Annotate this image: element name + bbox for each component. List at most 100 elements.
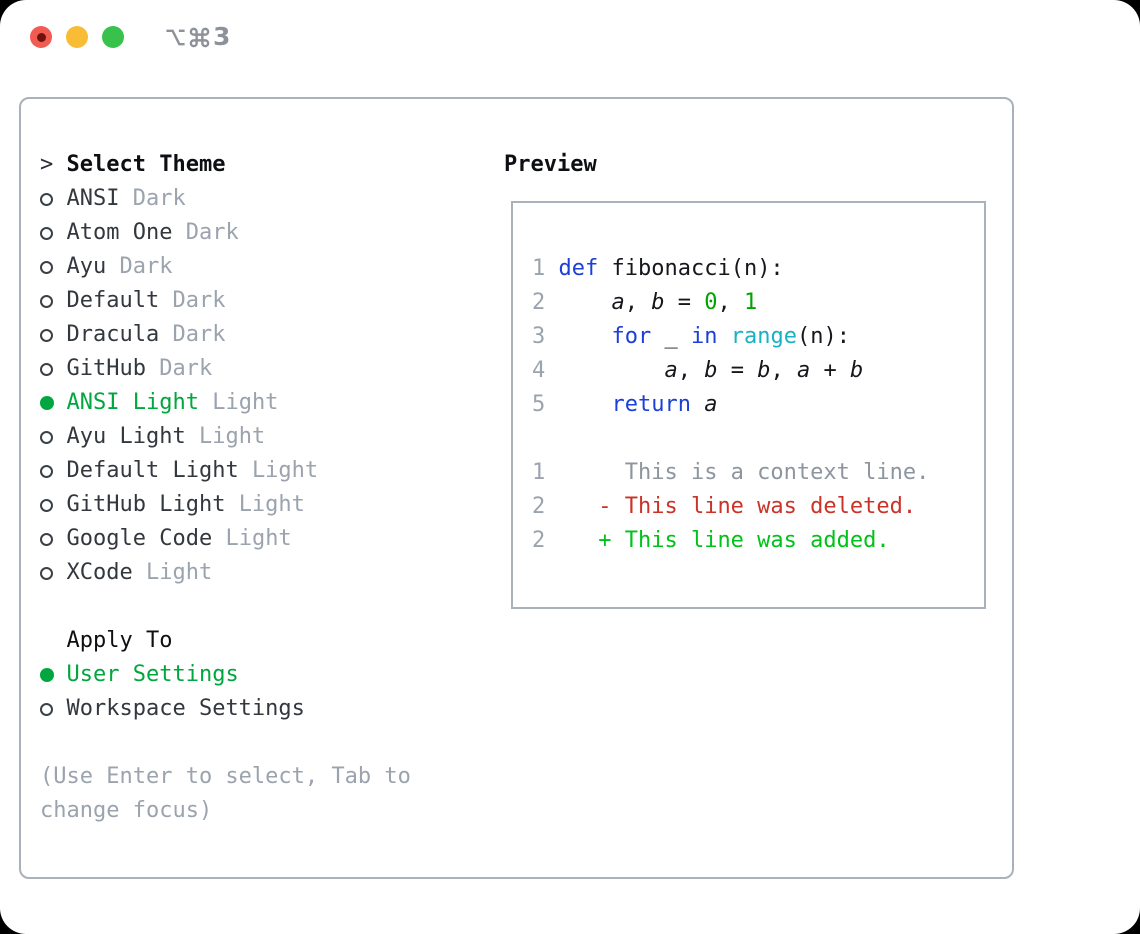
theme-variant: Light xyxy=(145,560,213,585)
code-token: def xyxy=(558,256,599,281)
theme-option-ayu[interactable]: Ayu Dark xyxy=(40,250,490,284)
theme-name: GitHub Light xyxy=(66,492,239,517)
row-prefix: > xyxy=(40,148,67,182)
row-prefix xyxy=(40,702,67,716)
apply-to-header: Apply To xyxy=(40,624,490,658)
theme-option-ansi-light[interactable]: ANSI Light Light xyxy=(40,386,490,420)
row-prefix xyxy=(40,668,67,682)
close-dot-icon xyxy=(36,32,46,42)
theme-option-github-light[interactable]: GitHub Light Light xyxy=(40,488,490,522)
theme-name: Google Code xyxy=(66,526,226,551)
line-number: 4 xyxy=(532,358,546,383)
row-prefix xyxy=(40,464,67,478)
radio-icon xyxy=(40,702,53,716)
theme-option-github[interactable]: GitHub Dark xyxy=(40,352,490,386)
apply-to-header-label: Apply To xyxy=(66,628,173,653)
theme-variant: Dark xyxy=(172,322,226,347)
radio-selected-icon xyxy=(40,396,54,410)
row-prefix xyxy=(40,498,67,512)
code-token: , xyxy=(624,290,652,315)
radio-icon xyxy=(40,260,53,274)
code-token: 0 xyxy=(704,290,718,315)
theme-variant: Light xyxy=(225,526,292,551)
zoom-button[interactable] xyxy=(102,26,124,48)
line-number: 2 xyxy=(532,290,546,315)
radio-icon xyxy=(40,498,53,512)
theme-option-dracula[interactable]: Dracula Dark xyxy=(40,318,490,352)
theme-variant: Light xyxy=(251,458,319,483)
radio-icon xyxy=(40,464,53,478)
theme-variant: Light xyxy=(198,424,266,449)
code-token: + xyxy=(810,358,850,383)
code-token: + This line was added. xyxy=(558,528,890,553)
hint-text: (Use Enter to select, Tab to xyxy=(40,764,411,789)
theme-option-default[interactable]: Default Dark xyxy=(40,284,490,318)
theme-variant: Light xyxy=(238,492,305,517)
code-token: a xyxy=(611,290,625,315)
theme-option-atom-one[interactable]: Atom One Dark xyxy=(40,216,490,250)
code-token: _ xyxy=(651,324,691,349)
theme-name: XCode xyxy=(66,560,146,585)
code-token: 1 xyxy=(743,290,758,315)
code-line: 2 a, b = 0, 1 xyxy=(532,286,929,320)
spacer-row xyxy=(40,590,490,624)
radio-icon xyxy=(40,328,53,342)
code-token: , xyxy=(677,358,705,383)
code-token xyxy=(559,358,665,383)
row-prefix xyxy=(40,294,67,308)
option-key-icon xyxy=(166,29,185,45)
line-number: 3 xyxy=(532,324,546,349)
code-line: 1 This is a context line. xyxy=(532,456,929,490)
hint-line-2: change focus) xyxy=(40,794,490,828)
code-line: 2 + This line was added. xyxy=(532,524,929,558)
minimize-button[interactable] xyxy=(66,26,88,48)
window-title: 3 xyxy=(164,23,230,51)
theme-variant: Dark xyxy=(119,254,173,279)
line-number: 2 xyxy=(532,528,546,553)
theme-variant: Dark xyxy=(159,356,213,381)
radio-icon xyxy=(40,566,53,580)
code-token: b xyxy=(704,358,718,383)
titlebar: 3 xyxy=(0,0,1140,74)
line-number: 5 xyxy=(532,392,546,417)
theme-option-default-light[interactable]: Default Light Light xyxy=(40,454,490,488)
line-number: 2 xyxy=(532,494,546,519)
radio-icon xyxy=(40,192,53,206)
window-title-number: 3 xyxy=(213,22,231,51)
close-button[interactable] xyxy=(30,26,52,48)
theme-name: Ayu xyxy=(66,254,120,279)
theme-option-ayu-light[interactable]: Ayu Light Light xyxy=(40,420,490,454)
radio-icon xyxy=(40,430,53,444)
code-token: a xyxy=(704,392,718,417)
theme-option-xcode[interactable]: XCode Light xyxy=(40,556,490,590)
code-token: b xyxy=(757,358,771,383)
theme-name: Atom One xyxy=(66,220,186,245)
code-token: return xyxy=(611,392,691,417)
theme-option-google-code[interactable]: Google Code Light xyxy=(40,522,490,556)
hint-line-1: (Use Enter to select, Tab to xyxy=(40,760,490,794)
theme-variant: Dark xyxy=(132,186,186,211)
row-prefix xyxy=(40,226,67,240)
theme-option-ansi[interactable]: ANSI Dark xyxy=(40,182,490,216)
code-line: 2 - This line was deleted. xyxy=(532,490,929,524)
code-line: 5 return a xyxy=(532,388,929,422)
row-prefix xyxy=(40,328,67,342)
code-token: a xyxy=(796,358,811,383)
theme-name: ANSI Light xyxy=(66,390,213,415)
theme-name: ANSI xyxy=(66,186,133,211)
theme-variant: Dark xyxy=(185,220,239,245)
code-line xyxy=(532,422,929,456)
code-token: = xyxy=(664,290,705,315)
theme-name: Dracula xyxy=(66,322,173,347)
row-prefix xyxy=(40,532,67,546)
apply-option-user-settings[interactable]: User Settings xyxy=(40,658,490,692)
code-token: This is a context line. xyxy=(558,460,930,485)
theme-name: GitHub xyxy=(66,356,160,381)
code-line: 3 for _ in range(n): xyxy=(532,320,929,354)
apply-option-workspace-settings[interactable]: Workspace Settings xyxy=(40,692,490,726)
line-number: 1 xyxy=(532,256,546,281)
